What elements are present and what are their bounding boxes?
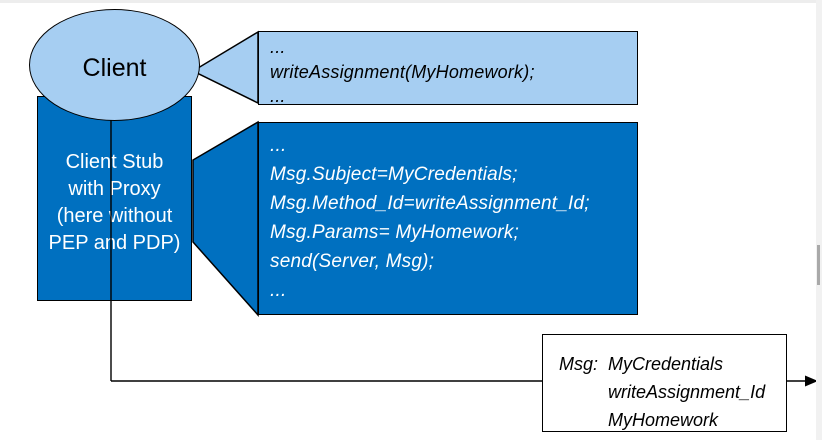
message-label: Msg: bbox=[559, 354, 599, 374]
client-stub-line: with Proxy bbox=[68, 177, 161, 200]
message-values: MyCredentials writeAssignment_Id MyHomew… bbox=[608, 350, 765, 431]
message-box: Msg: MyCredentials writeAssignment_Id My… bbox=[542, 334, 787, 432]
client-stub-box: Client Stub with Proxy (here without PEP… bbox=[37, 96, 192, 301]
scrollbar-thumb[interactable] bbox=[817, 245, 820, 285]
client-stub-line: Client Stub bbox=[65, 150, 164, 173]
client-stub-line: PEP and PDP) bbox=[48, 231, 181, 254]
code-line: Msg.Subject=MyCredentials; bbox=[270, 164, 518, 185]
code-line: ... bbox=[270, 280, 287, 301]
message-value: MyHomework bbox=[608, 410, 719, 430]
top-edge-strip bbox=[0, 0, 822, 3]
client-ellipse: Client bbox=[29, 9, 200, 121]
code-line: ... bbox=[270, 86, 286, 106]
client-stub-line: (here without bbox=[56, 204, 173, 227]
scrollbar-track[interactable] bbox=[816, 0, 822, 440]
code-line: send(Server, Msg); bbox=[270, 251, 435, 272]
callout-pointer-client bbox=[191, 30, 259, 105]
client-code-callout: ... writeAssignment(MyHomework); ... bbox=[258, 31, 638, 106]
code-line: Msg.Params= MyHomework; bbox=[270, 222, 520, 243]
client-label: Client bbox=[82, 53, 147, 82]
message-value: MyCredentials bbox=[608, 354, 724, 374]
code-line: writeAssignment(MyHomework); bbox=[270, 61, 535, 82]
stub-code-callout: ... Msg.Subject=MyCredentials; Msg.Metho… bbox=[258, 122, 638, 315]
callout-pointer-stub bbox=[192, 120, 259, 317]
message-value: writeAssignment_Id bbox=[608, 382, 766, 402]
code-line: ... bbox=[270, 37, 286, 57]
code-line: ... bbox=[270, 135, 287, 156]
code-line: Msg.Method_Id=writeAssignment_Id; bbox=[270, 193, 590, 214]
